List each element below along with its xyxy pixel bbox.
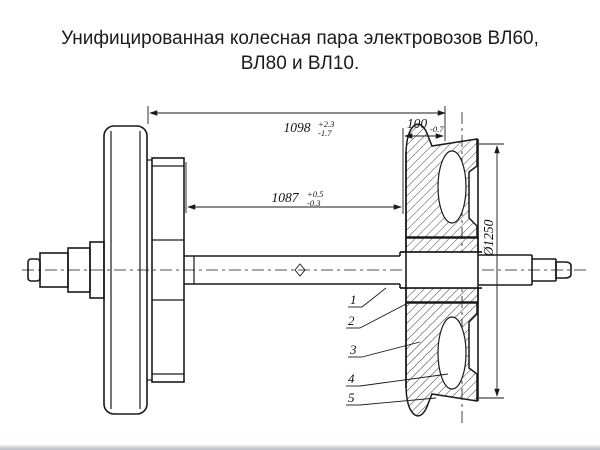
part-callouts: 1 2 3 4 5 [346,287,449,406]
dim-1098-tol-up: +2.3 [318,119,334,129]
bottom-rim-web-opening [437,316,467,390]
axle-right-journal [478,254,572,286]
dim-1087-tol-up: +0.5 [307,189,323,199]
dim-1087-tol-down: -0.3 [307,198,320,208]
center-mark [294,263,306,277]
dim-100-tol-down: -0.7 [430,124,444,134]
part-label-5: 5 [348,390,355,405]
right-wheel-section [400,112,482,426]
part-label-4: 4 [348,371,355,386]
part-label-2: 2 [348,313,355,328]
left-wheel-disc [151,157,185,383]
dimension-1087: 1087 +0.5 -0.3 [185,128,404,214]
axle-centerline [22,263,588,277]
left-wheel [103,125,185,415]
dim-1098-value: 1098 [284,120,311,135]
dimension-1098: 1098 +2.3 -1.7 [147,106,446,141]
slide-title-line1: Унифицированная колесная пара электровоз… [61,28,539,49]
dim-1098-tol-down: -1.7 [318,128,332,138]
part-label-3: 3 [349,342,357,357]
slide-bottom-edge [0,445,600,450]
dimension-100: 100 -0.7 [404,116,444,139]
dim-1087-value: 1087 [272,190,300,205]
dim-100-value: 100 [407,116,428,131]
slide-title-line2: ВЛ80 и ВЛ10. [240,53,360,75]
slide-title: Унифицированная колесная пара электровоз… [10,26,590,76]
part-label-1: 1 [350,292,357,307]
dim-1250-value: Ø1250 [481,219,496,257]
dimension-1250: Ø1250 [479,143,504,399]
top-rim-web-opening [437,150,467,224]
